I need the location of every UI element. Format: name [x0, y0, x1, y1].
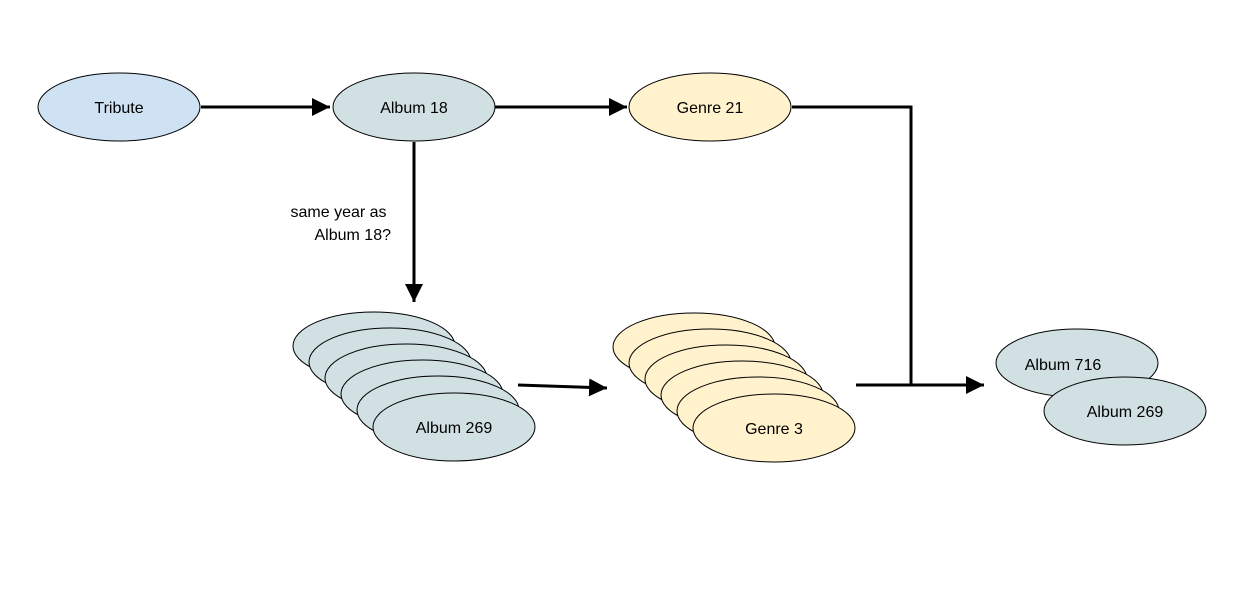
- node-results: Album 716 Album 269: [995, 328, 1207, 446]
- node-album-716-label: Album 716: [1025, 357, 1102, 374]
- node-genre-stack: Genre 3: [612, 312, 856, 463]
- node-tribute: Tribute: [37, 72, 201, 142]
- edge-label: same year as Album 18?: [291, 204, 392, 244]
- node-album-269-result-label: Album 269: [1087, 404, 1164, 421]
- node-album-stack: Album 269: [292, 311, 536, 462]
- node-album-18-label: Album 18: [380, 100, 448, 117]
- node-tribute-shape: [37, 72, 201, 142]
- node-genre-21-label: Genre 21: [677, 100, 744, 117]
- node-genre-stack-label: Genre 3: [745, 421, 803, 438]
- edge-genre-21-to-merge: [792, 105, 913, 385]
- album-stack-front: [372, 392, 536, 462]
- genre-stack-front: [692, 393, 856, 463]
- node-album-269-result-shape: [1043, 376, 1207, 446]
- node-album-18-shape: [332, 72, 496, 142]
- edge-label-line-1: same year as: [291, 204, 387, 221]
- node-genre-21: Genre 21: [628, 72, 792, 142]
- node-album-stack-label: Album 269: [416, 420, 493, 437]
- node-genre-21-shape: [628, 72, 792, 142]
- edge-label-line-2: Album 18?: [315, 227, 392, 244]
- node-album-18: Album 18: [332, 72, 496, 142]
- edge-album-stack-to-genre-stack: [517, 378, 608, 397]
- edges: [201, 98, 984, 397]
- node-tribute-label: Tribute: [94, 100, 143, 117]
